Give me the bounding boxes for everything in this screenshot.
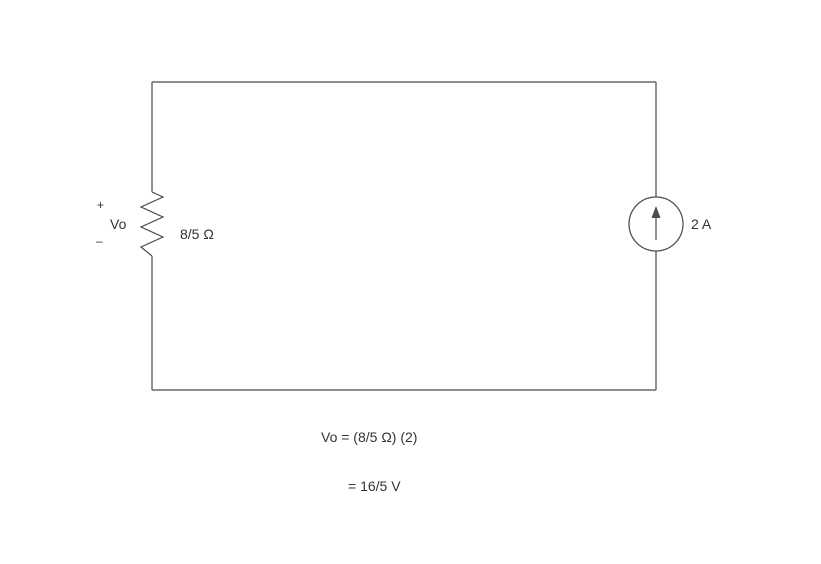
- voltage-plus-sign: +: [97, 198, 105, 212]
- current-arrowhead-icon: [651, 206, 661, 218]
- resistor-symbol: [139, 191, 165, 257]
- resistor-value-label: 8/5 Ω: [180, 226, 214, 242]
- current-source-symbol: [628, 196, 684, 252]
- current-source-value-label: 2 A: [691, 216, 712, 232]
- voltage-minus-sign: –: [96, 234, 103, 248]
- voltage-label: Vo: [110, 216, 127, 232]
- equation-line-2: = 16/5 V: [348, 478, 401, 494]
- equation-line-1: Vo = (8/5 Ω) (2): [321, 429, 418, 445]
